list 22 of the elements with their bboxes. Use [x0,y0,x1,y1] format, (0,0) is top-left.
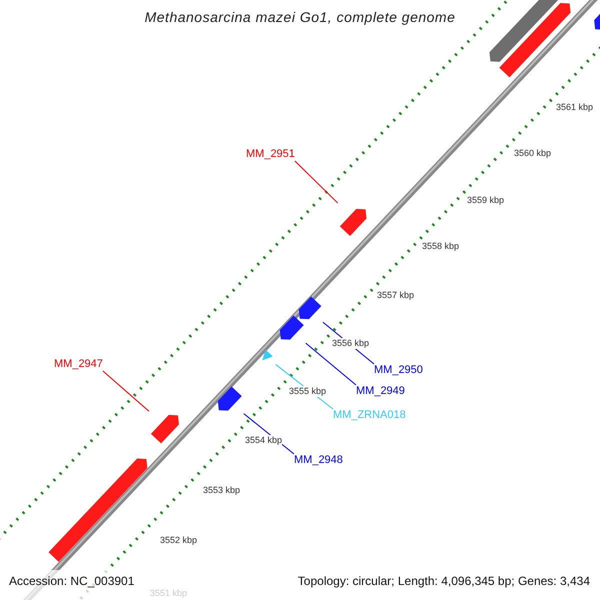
scale-label: 3556 kbp [332,338,370,349]
scale-label: 3560 kbp [514,148,552,159]
genome-summary-text: Topology: circular; Length: 4,096,345 bp; Genes: 3,434 [298,574,590,589]
gene-label: MM_2951 [246,148,295,161]
scale-label: 3554 kbp [245,435,282,446]
gene-label: MM_2947 [54,358,103,371]
scale-label: 3558 kbp [422,241,460,252]
scale-label: 3559 kbp [467,195,504,206]
gene-label: MM_2949 [356,385,405,398]
scale-label: 3555 kbp [289,386,326,397]
scale-label: 3553 kbp [203,485,240,496]
title: Methanosarcina mazei Go1, complete genome [144,9,456,26]
scale-label: 3557 kbp [377,290,414,301]
leader-line [294,160,338,204]
scale-label: 3561 kbp [556,102,594,113]
scale-label: 3552 kbp [160,535,198,546]
gene-label: MM_2948 [294,454,343,467]
leader-line [102,370,150,412]
leader-line [305,342,356,386]
gene-label: MM_ZRNA018 [333,409,406,422]
accession-text: Accession: NC_003901 [9,574,134,589]
gene-label: MM_2950 [374,364,423,377]
